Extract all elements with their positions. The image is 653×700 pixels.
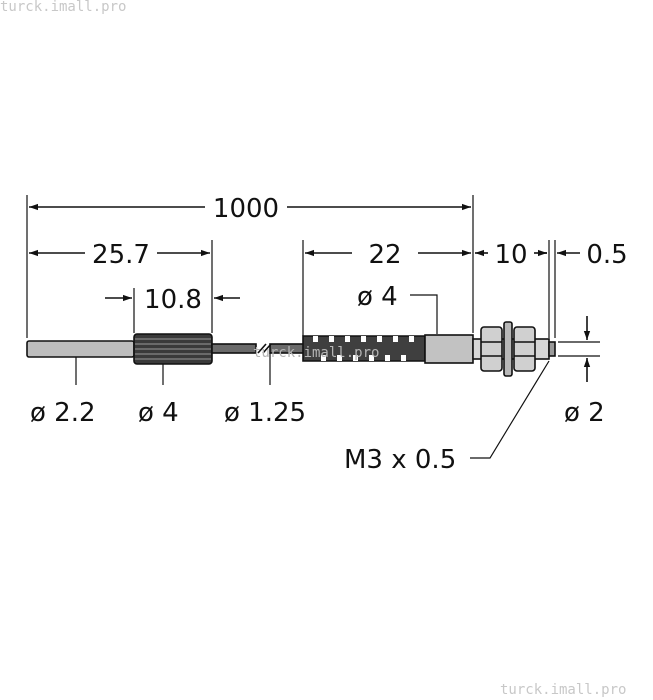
dimension-22: 22	[305, 240, 471, 270]
dim-thread-length: 10	[494, 240, 527, 270]
leaders-bottom	[75, 353, 550, 459]
watermark-middle: turck.imall.pro	[253, 345, 379, 361]
protective-sleeve	[302, 334, 474, 364]
dimension-1000: 1000	[29, 194, 471, 224]
label-tip-diameter: ø 2.2	[30, 398, 96, 428]
watermark-bottom: turck.imall.pro	[500, 682, 627, 698]
label-sensor-diameter: ø 4	[357, 282, 398, 312]
dimension-10-8: 10.8	[105, 285, 240, 315]
dimension-10: 10	[475, 240, 547, 270]
fiber-cable	[211, 343, 307, 354]
dim-total-length: 1000	[213, 194, 279, 224]
mounting-thread	[472, 321, 556, 377]
label-thread: M3 x 0.5	[344, 445, 456, 475]
leader-sensor-diameter: ø 4	[357, 282, 438, 334]
dim-end-offset: 0.5	[586, 240, 627, 270]
fiber-tip	[26, 340, 135, 358]
label-fiber-diameter: ø 1.25	[224, 398, 306, 428]
dimension-25-7: 25.7	[29, 240, 210, 270]
label-end-diameter: ø 2	[564, 398, 605, 428]
watermark-top: turck.imall.pro	[0, 0, 127, 15]
label-sleeve-diameter: ø 4	[138, 398, 179, 428]
dimension-0-5: 0.5	[538, 240, 628, 270]
extension-lines	[26, 195, 600, 357]
dim-sleeve-length: 10.8	[144, 285, 202, 315]
knurled-sleeve	[133, 333, 213, 365]
dim-sensor-length: 22	[368, 240, 401, 270]
dim-tip-length: 25.7	[92, 240, 150, 270]
